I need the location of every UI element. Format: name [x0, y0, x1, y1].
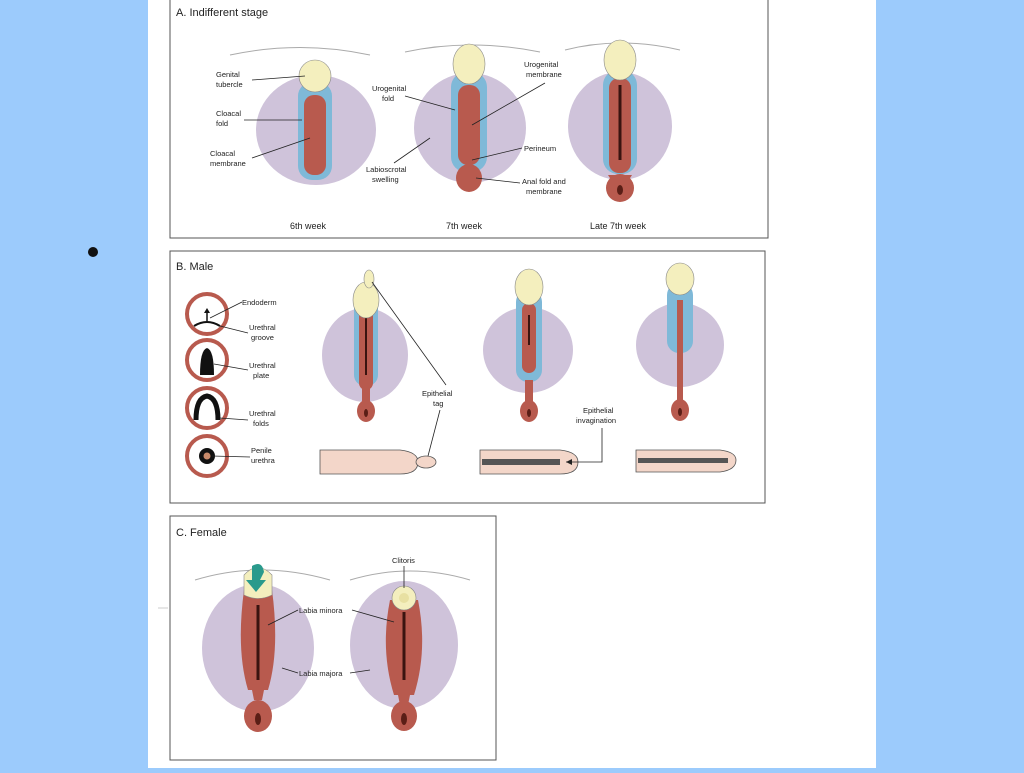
- label-urogenital-membrane-2: membrane: [526, 70, 562, 79]
- slide: A. Indifferent stage: [148, 0, 876, 768]
- panel-c-title: C. Female: [176, 527, 227, 539]
- panel-a-labels: Genital tubercle Cloacal fold Cloacal me…: [210, 60, 566, 196]
- panel-b-title: B. Male: [176, 261, 213, 273]
- label-urethral-groove-2: groove: [251, 333, 274, 342]
- panel-b-labels: Endoderm Urethral groove Urethral plate …: [209, 298, 277, 465]
- label-labioscrotal-swelling-1: Labioscrotal: [366, 165, 407, 174]
- label-clitoris: Clitoris: [392, 556, 415, 565]
- label-urethral-groove-1: Urethral: [249, 323, 276, 332]
- penile-sections: [319, 449, 737, 475]
- label-endoderm: Endoderm: [242, 298, 277, 307]
- label-perineum: Perineum: [524, 144, 556, 153]
- label-penile-urethra-2: urethra: [251, 456, 276, 465]
- label-labioscrotal-swelling-2: swelling: [372, 175, 399, 184]
- arrow-down-icon: [246, 564, 266, 592]
- cross-sections: [185, 292, 229, 478]
- label-urethral-plate-1: Urethral: [249, 361, 276, 370]
- embryology-figure: A. Indifferent stage: [158, 0, 769, 761]
- panel-male: B. Male Endoderm Urethral groove Urethra…: [169, 250, 766, 504]
- label-epithelial-invagination-1: Epithelial: [583, 406, 614, 415]
- genital-tubercle-shape: [298, 59, 332, 93]
- female-figure-early: [194, 564, 331, 732]
- label-urogenital-membrane-1: Urogenital: [524, 60, 559, 69]
- figure-6th-week: [229, 47, 376, 185]
- label-urethral-folds-2: folds: [253, 419, 269, 428]
- figure-7th-week: [404, 43, 541, 192]
- label-labia-majora: Labia majora: [299, 669, 343, 678]
- label-epithelial-invagination-2: invagination: [576, 416, 616, 425]
- panel-indifferent-stage: A. Indifferent stage: [169, 0, 769, 239]
- label-urethral-plate-2: plate: [253, 371, 269, 380]
- label-urogenital-fold-2: fold: [382, 94, 394, 103]
- label-anal-fold-1: Anal fold and: [522, 177, 566, 186]
- label-cloacal-membrane-2: membrane: [210, 159, 246, 168]
- male-figure-early: [322, 269, 408, 422]
- label-cloacal-membrane-1: Cloacal: [210, 149, 235, 158]
- bullet-point: [88, 247, 98, 257]
- label-cloacal-fold-2: fold: [216, 119, 228, 128]
- figure-late-7th-week: [564, 39, 681, 202]
- caption-6th-week: 6th week: [290, 221, 327, 231]
- label-epithelial-tag-1: Epithelial: [422, 389, 453, 398]
- label-genital-tubercle-1: Genital: [216, 70, 240, 79]
- panel-b-tag-labels: Epithelial tag Epithelial invagination: [371, 281, 616, 465]
- label-cloacal-fold-1: Cloacal: [216, 109, 241, 118]
- label-urogenital-fold-1: Urogenital: [372, 84, 407, 93]
- label-genital-tubercle-2: tubercle: [216, 80, 243, 89]
- panel-female: C. Female Clitoris: [158, 515, 497, 761]
- label-labia-minora: Labia minora: [299, 606, 343, 615]
- label-anal-fold-2: membrane: [526, 187, 562, 196]
- label-penile-urethra-1: Penile: [251, 446, 272, 455]
- label-urethral-folds-1: Urethral: [249, 409, 276, 418]
- cloacal-membrane-shape: [304, 95, 326, 175]
- male-figure-late: [636, 262, 724, 421]
- female-figure-late: [349, 570, 471, 731]
- panel-a-title: A. Indifferent stage: [176, 7, 268, 19]
- panel-c-labels: Clitoris Labia minora Labia majora: [267, 556, 415, 678]
- caption-late-7th-week: Late 7th week: [590, 221, 647, 231]
- male-figure-mid: [483, 268, 573, 422]
- genital-tubercle-shape: [452, 43, 486, 85]
- caption-7th-week: 7th week: [446, 221, 483, 231]
- label-epithelial-tag-2: tag: [433, 399, 443, 408]
